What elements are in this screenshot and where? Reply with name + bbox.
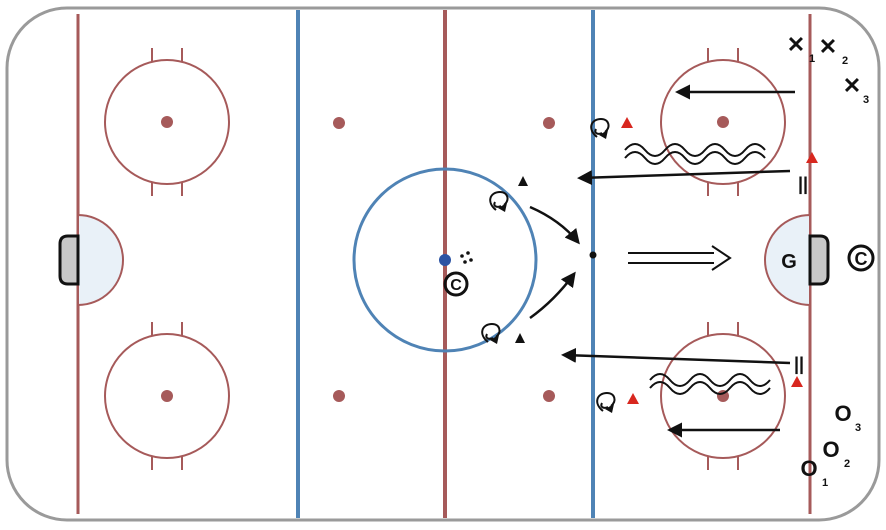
stop-mark-bottom: ||: [794, 354, 804, 374]
cone-icon: [627, 393, 639, 404]
coach-center-ring: [443, 271, 469, 297]
cone-icon: [518, 176, 528, 186]
skating-line-icon: [529, 205, 580, 245]
left-net: [58, 234, 80, 286]
left-crease: [77, 213, 124, 307]
cone-icon: [806, 152, 818, 163]
neutral-dot-top-right: [543, 117, 555, 129]
neutral-dot-bottom-right: [543, 390, 555, 402]
backward-skating-line-icon: [649, 373, 771, 387]
svg-text:1: 1: [822, 477, 828, 489]
cone-icon: [621, 117, 633, 128]
pass-arrow-icon: [577, 169, 791, 186]
svg-text:✕: ✕: [819, 34, 837, 59]
left-bottom-faceoff: [104, 322, 230, 470]
pivot-arrow-icon: [481, 322, 501, 344]
pass-arrow-icon: [561, 347, 791, 365]
pivot-arrow-icon: [590, 117, 610, 139]
coach-right-letter: C: [855, 249, 868, 269]
svg-text:✕: ✕: [787, 32, 805, 57]
right-net: [808, 234, 830, 286]
right-crease: [764, 213, 811, 307]
cone-icon: [791, 376, 803, 387]
svg-text:2: 2: [844, 458, 850, 470]
attacker-2: ✕ 2: [819, 34, 848, 67]
svg-text:✕: ✕: [843, 73, 861, 98]
left-top-faceoff: [104, 48, 230, 196]
attacker-1: ✕ 1: [787, 32, 815, 65]
center-circle: [352, 167, 538, 353]
puck-pile-icon: [460, 251, 473, 264]
svg-text:O: O: [822, 437, 839, 462]
coach-center-letter: C: [450, 277, 462, 294]
defender-3: O 3: [834, 401, 861, 434]
svg-text:3: 3: [863, 94, 869, 106]
coach-right-ring: [847, 244, 875, 272]
svg-text:3: 3: [855, 422, 861, 434]
defender-1: O 1: [800, 456, 828, 489]
neutral-dot-top-left: [333, 117, 345, 129]
cone-icon: [515, 333, 525, 343]
defender-2: O 2: [822, 437, 850, 470]
goalie-label: G: [781, 251, 797, 273]
attacker-3: ✕ 3: [843, 73, 869, 106]
center-faceoff-dot: [439, 254, 451, 266]
svg-text:O: O: [800, 456, 817, 481]
backward-skating-line-icon: [624, 151, 766, 165]
svg-text:O: O: [834, 401, 851, 426]
backward-skating-line-icon: [649, 381, 771, 395]
pivot-arrow-icon: [489, 190, 509, 212]
neutral-dot-bottom-left: [333, 390, 345, 402]
puck-icon: [589, 251, 597, 259]
skating-line-icon: [529, 271, 576, 320]
shot-arrow-icon: [628, 245, 732, 271]
stop-mark-top: ||: [798, 174, 808, 194]
pivot-arrow-icon: [596, 391, 616, 413]
svg-text:2: 2: [842, 55, 848, 67]
right-top-faceoff: [660, 48, 786, 196]
backward-skating-line-icon: [624, 143, 766, 157]
svg-text:1: 1: [809, 53, 815, 65]
